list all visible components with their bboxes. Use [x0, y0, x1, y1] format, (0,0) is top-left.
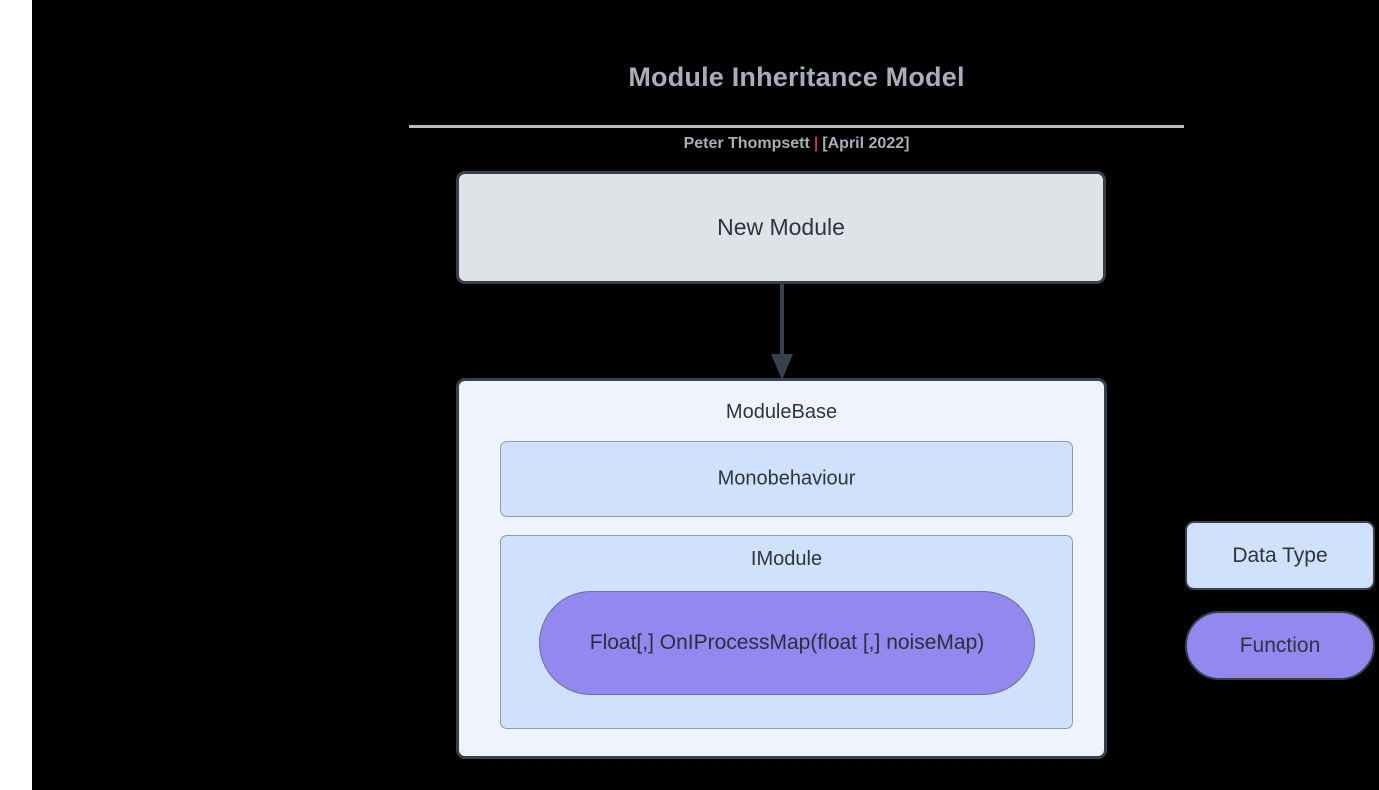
- node-imodule-label: IModule: [750, 548, 823, 570]
- node-function-onprocessmap-label: Float[,] OnIProcessMap(float [,] noiseMa…: [589, 631, 985, 654]
- node-monobehaviour-label: Monobehaviour: [717, 467, 856, 490]
- node-imodule[interactable]: IModule Float[,] OnIProcessMap(float [,]…: [500, 535, 1073, 729]
- node-new-module-label: New Module: [717, 214, 845, 240]
- document-date: [April 2022]: [822, 135, 910, 152]
- node-monobehaviour[interactable]: Monobehaviour: [500, 441, 1073, 517]
- legend-item-function-label: Function: [1239, 633, 1321, 657]
- legend-item-data-type[interactable]: Data Type: [1185, 521, 1375, 590]
- node-module-base[interactable]: ModuleBase Monobehaviour IModule Float[,…: [456, 378, 1107, 759]
- page-subtitle: Peter Thompsett|[April 2022]: [409, 135, 1184, 153]
- diagram-board: Module Inheritance Model Peter Thompsett…: [32, 0, 1379, 790]
- subtitle-separator: |: [813, 135, 819, 152]
- legend-item-function[interactable]: Function: [1185, 611, 1375, 680]
- title-divider: [409, 125, 1184, 128]
- page-title: Module Inheritance Model: [628, 62, 965, 92]
- inheritance-arrow: [756, 282, 808, 382]
- node-function-onprocessmap[interactable]: Float[,] OnIProcessMap(float [,] noiseMa…: [539, 591, 1035, 695]
- author-name: Peter Thompsett: [683, 135, 810, 152]
- node-module-base-label: ModuleBase: [725, 401, 838, 423]
- legend-item-data-type-label: Data Type: [1232, 543, 1328, 567]
- node-new-module[interactable]: New Module: [456, 171, 1106, 284]
